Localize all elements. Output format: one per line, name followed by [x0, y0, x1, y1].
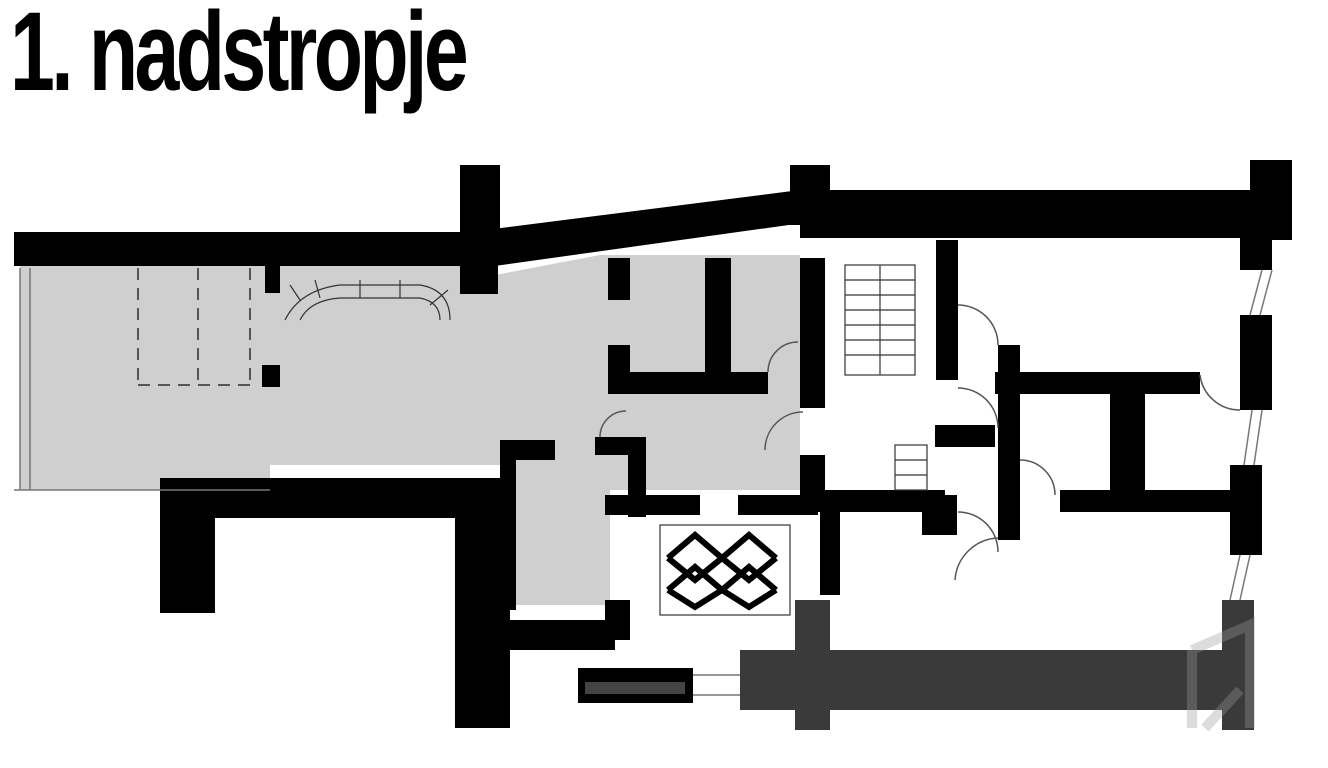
floor-plan-title: 1. nadstropje: [10, 0, 469, 114]
interior-walls: [262, 240, 1240, 694]
windows: [14, 268, 1273, 696]
shaded-area: [20, 255, 800, 605]
outer-walls: [14, 160, 1292, 730]
logo-mark-icon: [1187, 617, 1255, 732]
doors: [599, 304, 1241, 581]
staircase: [844, 264, 928, 491]
lift-shaft: [659, 524, 791, 616]
spiral-staircase: [284, 279, 451, 321]
